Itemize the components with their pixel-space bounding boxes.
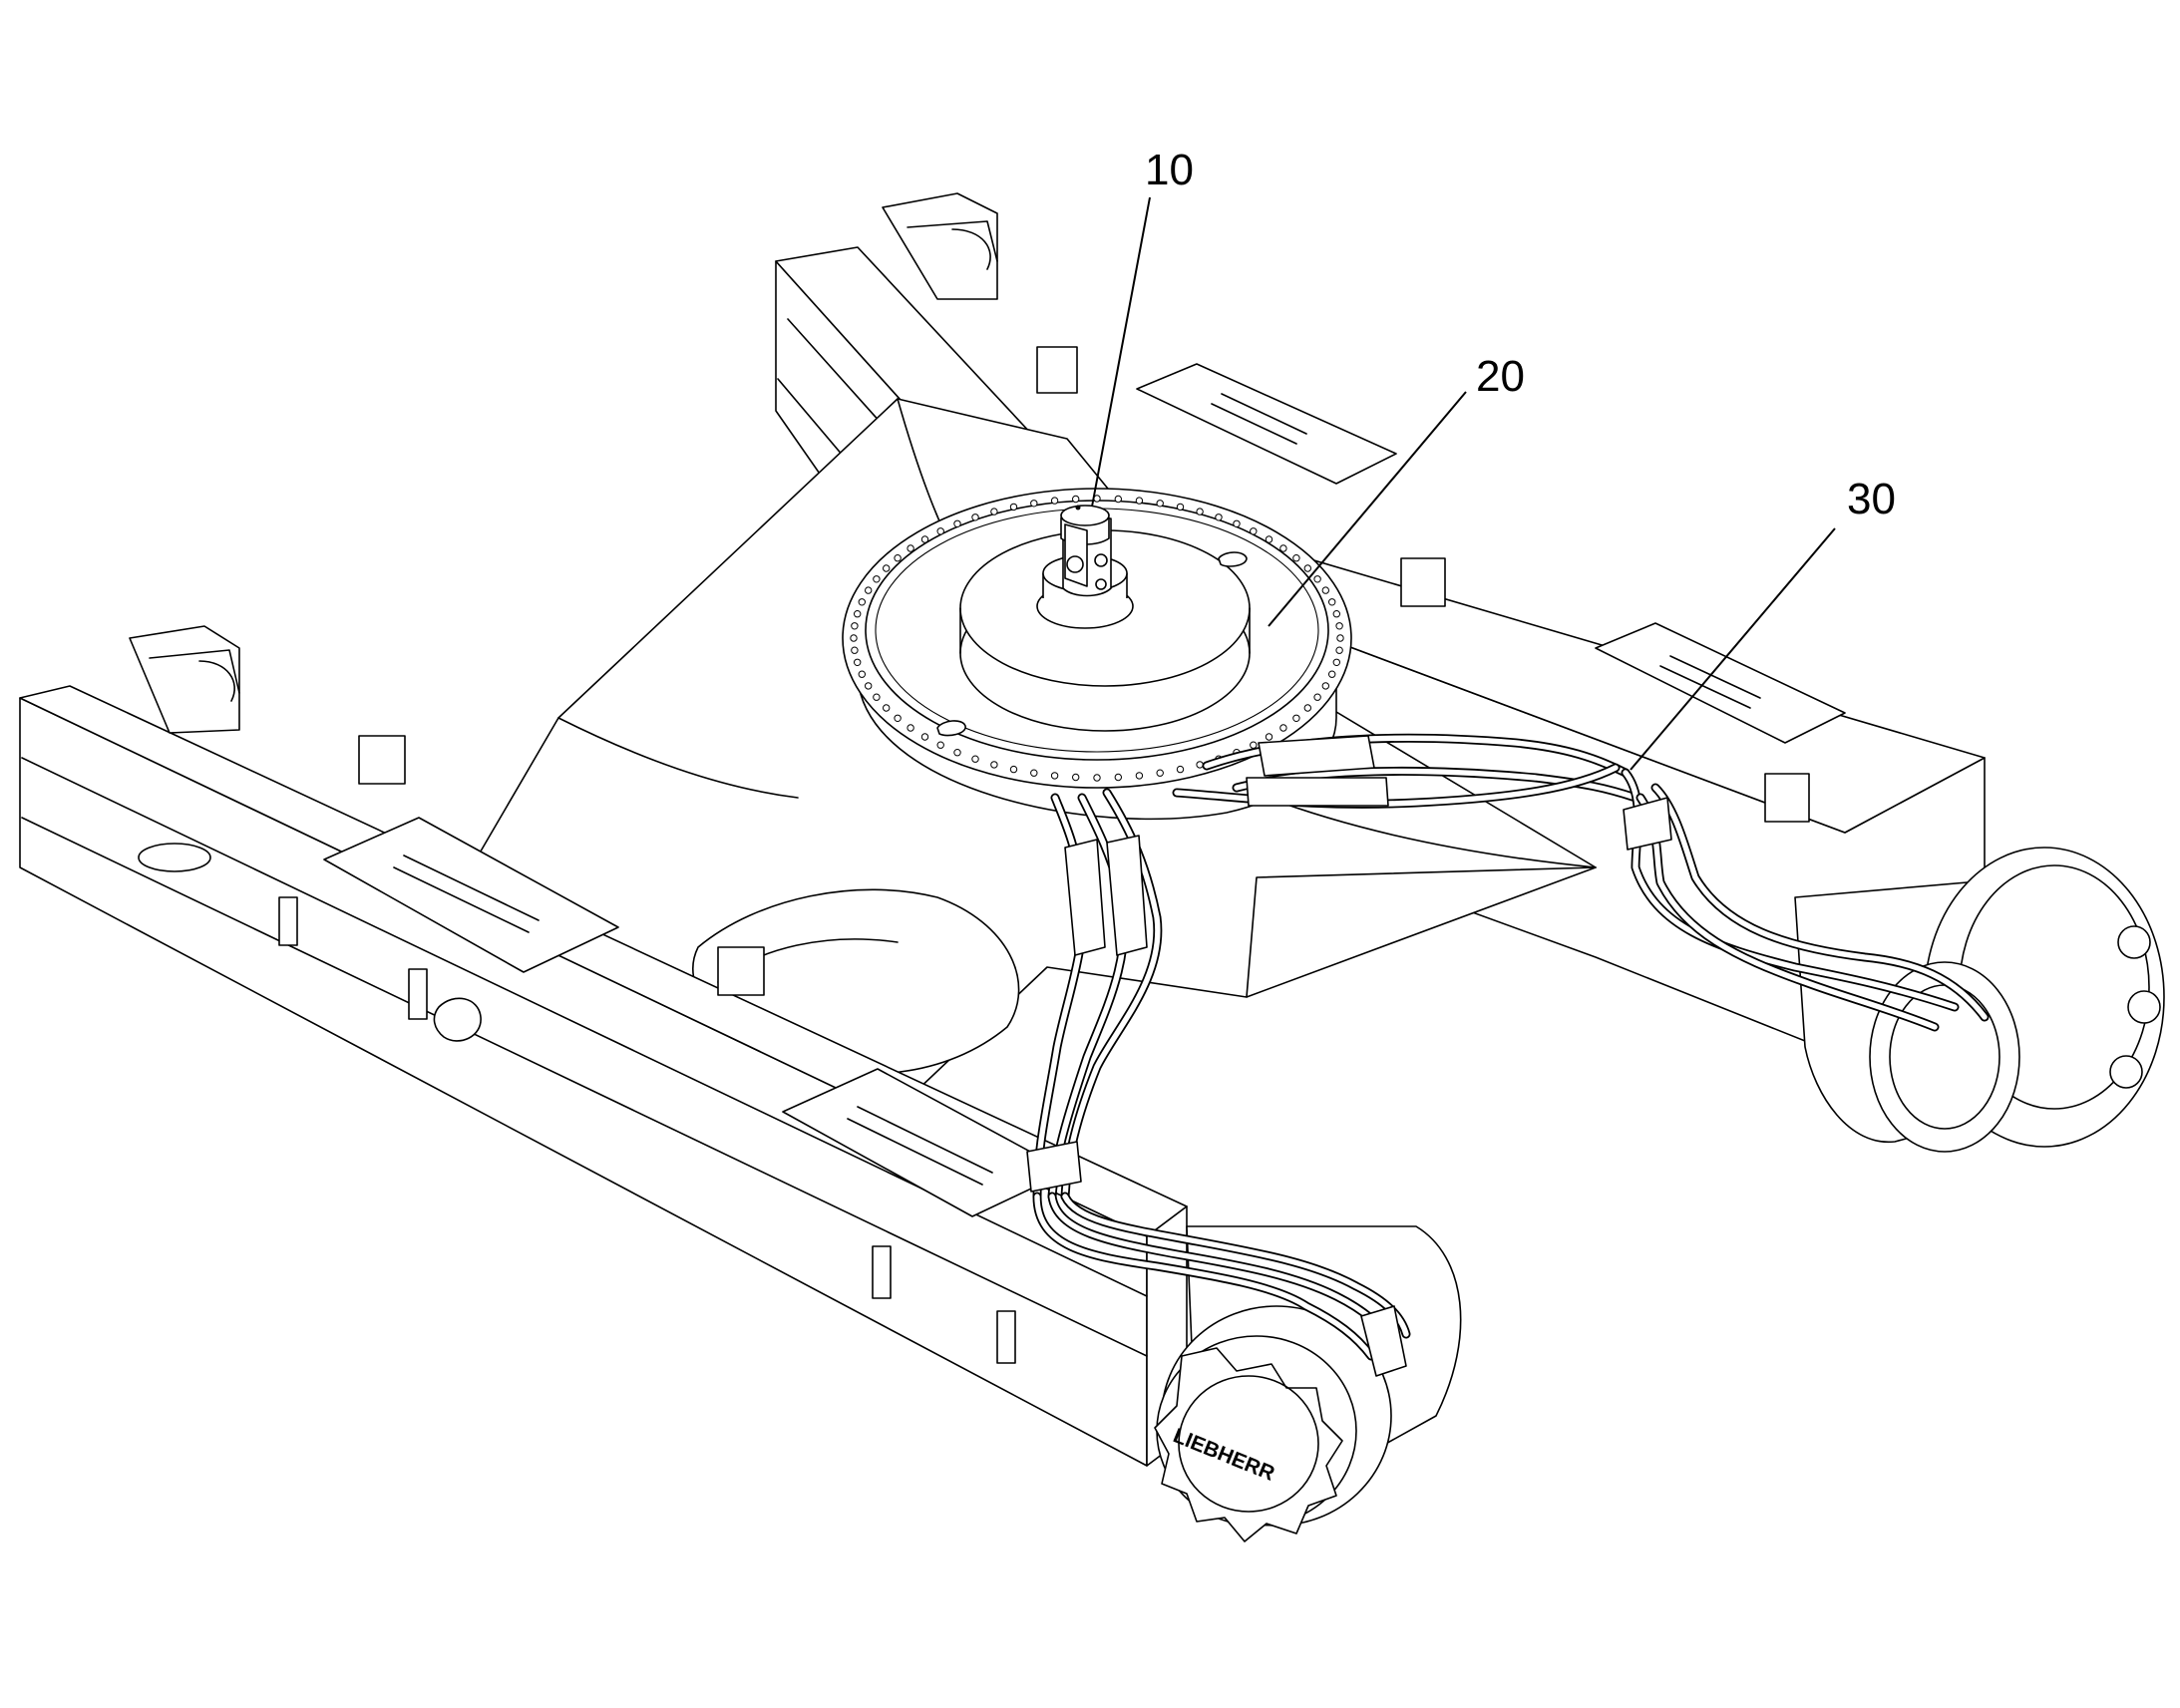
beam-oval-hole	[138, 843, 211, 872]
bolt-hole	[1196, 508, 1204, 515]
bolt-hole	[873, 575, 881, 583]
bolt-hole	[1321, 682, 1330, 690]
reference-number-20: 20	[1476, 352, 1525, 401]
reference-number-10: 10	[1145, 146, 1194, 194]
bolt-hole	[1321, 586, 1330, 594]
slot-hole	[1218, 551, 1248, 567]
bolt-hole	[1292, 554, 1300, 562]
bolt-hole	[1072, 773, 1080, 782]
bolt-hole	[1030, 500, 1038, 508]
front-mount-block	[717, 946, 765, 996]
bolt-hole	[883, 564, 891, 572]
bolt-hole	[1265, 535, 1273, 543]
bolt-hole	[907, 724, 914, 732]
bolt-hole	[1332, 658, 1341, 666]
bolt-hole	[971, 513, 979, 521]
bolt-hole	[1279, 724, 1287, 732]
bolt-hole	[1009, 765, 1018, 774]
bolt-hole	[1336, 634, 1344, 642]
bolt-hole	[1328, 670, 1336, 678]
bolt-hole	[854, 658, 862, 666]
bolt-hole	[1313, 693, 1321, 701]
bolt-hole	[1114, 495, 1123, 504]
bolt-hole	[1328, 598, 1336, 606]
bolt-hole	[1176, 765, 1185, 774]
bolt-hole	[1250, 527, 1258, 535]
bolt-hole	[1093, 774, 1101, 782]
slot-hole	[936, 720, 966, 737]
bolt-hole	[1303, 704, 1312, 712]
bolt-hole	[1156, 500, 1164, 508]
beam-lug	[872, 1245, 892, 1299]
bolt-hole	[1215, 513, 1223, 521]
bolt-hole	[953, 519, 961, 527]
bolt-hole	[936, 741, 944, 749]
rear-mount-plates	[1136, 363, 1846, 744]
bolt-hole	[907, 544, 914, 552]
bolt-hole	[1250, 741, 1258, 749]
reference-labels: 10 20 30	[1091, 146, 1896, 771]
bolt-hole	[1050, 772, 1059, 780]
bolt-hole	[1030, 769, 1038, 777]
beam-lug	[408, 968, 428, 1020]
bolt-hole	[858, 670, 866, 678]
bolt-hole	[1196, 761, 1204, 769]
bolt-hole	[894, 714, 902, 722]
bolt-hole	[936, 527, 944, 535]
hydraulic-hoses	[1026, 733, 1990, 1377]
bolt-hole	[1050, 497, 1059, 505]
bolt-hole	[1156, 769, 1164, 777]
beam-lug	[996, 1310, 1016, 1364]
bolt-hole	[1072, 495, 1080, 504]
bolt-hole	[971, 755, 979, 763]
bolt-hole	[1292, 714, 1300, 722]
bolt-hole	[920, 535, 929, 543]
leader-line-30	[1630, 527, 1836, 771]
slewing-ring	[842, 488, 1352, 821]
bolt-hole	[1335, 646, 1343, 654]
bolt-hole	[1009, 503, 1018, 512]
bolt-hole	[1332, 610, 1341, 618]
rear-mount-block	[1400, 557, 1446, 607]
bolt-hole	[1303, 564, 1312, 572]
bolt-hole	[1313, 575, 1321, 583]
bolt-hole	[858, 598, 866, 606]
bolt-hole	[850, 634, 858, 642]
bolt-hole	[865, 682, 873, 690]
bolt-hole	[1114, 773, 1123, 782]
rear-mount-block	[1764, 773, 1810, 823]
rear-mount-block	[1036, 346, 1078, 394]
bolt-hole	[1279, 544, 1287, 552]
bolt-hole	[1335, 622, 1343, 630]
rotary-swivel-joint	[1036, 505, 1134, 629]
leader-line-20	[1268, 391, 1467, 627]
bolt-hole	[865, 586, 873, 594]
bolt-hole	[851, 622, 859, 630]
bolt-hole	[920, 733, 929, 741]
bolt-hole	[990, 508, 998, 515]
bolt-hole	[851, 646, 859, 654]
bolt-hole	[894, 554, 902, 562]
bolt-hole	[1176, 503, 1185, 512]
leader-line-10	[1091, 196, 1151, 508]
bolt-hole	[1233, 519, 1241, 527]
front-mount-block	[358, 735, 406, 785]
reference-number-30: 30	[1847, 475, 1896, 523]
slewing-ring-bolt-holes	[850, 495, 1344, 782]
bolt-hole	[1265, 733, 1273, 741]
bolt-hole	[990, 761, 998, 769]
bolt-hole	[883, 704, 891, 712]
bolt-hole	[1135, 497, 1144, 505]
beam-lug	[278, 896, 298, 946]
grease-nipple	[433, 997, 482, 1042]
bolt-hole	[953, 749, 961, 757]
bolt-hole	[854, 610, 862, 618]
bolt-hole	[873, 693, 881, 701]
bolt-hole	[1135, 772, 1144, 780]
